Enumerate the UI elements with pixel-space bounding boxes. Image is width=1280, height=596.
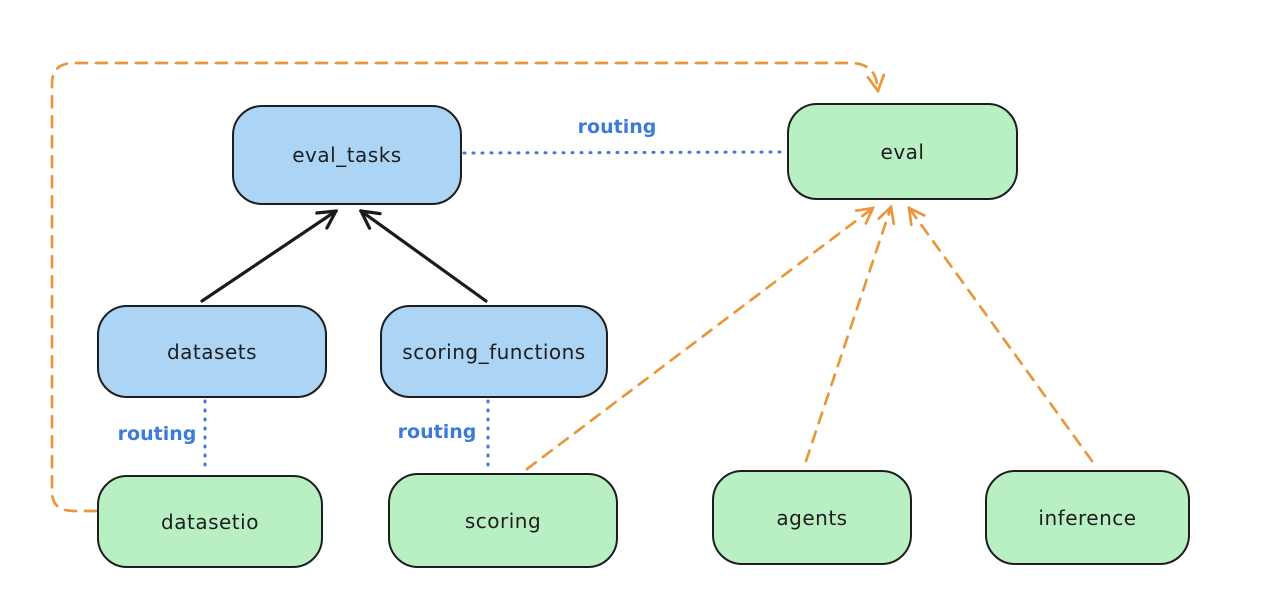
node-inference: inference (985, 470, 1190, 565)
edge-datasets-to-eval-tasks (200, 211, 336, 303)
node-eval-tasks: eval_tasks (232, 105, 462, 205)
node-label: scoring (464, 508, 542, 533)
node-scoring: scoring (388, 473, 618, 568)
edge-label-routing-datasetio: routing (117, 423, 197, 445)
edge-agents-to-eval (804, 207, 891, 463)
edge-routing-eval-tasks-to-eval (462, 150, 788, 155)
edge-label-routing-eval: routing (577, 116, 657, 138)
node-datasets: datasets (97, 305, 327, 398)
node-scoring-functions: scoring_functions (380, 305, 608, 398)
node-eval: eval (787, 103, 1018, 200)
edge-scoring-to-eval (525, 208, 873, 471)
edge-label-routing-scoring: routing (397, 421, 477, 443)
node-label: inference (1038, 505, 1137, 530)
node-label: eval_tasks (292, 143, 402, 167)
node-datasetio: datasetio (97, 475, 323, 568)
node-label: eval (880, 139, 925, 164)
edge-datasetio-loop-to-eval (50, 61, 878, 513)
node-agents: agents (712, 470, 912, 565)
node-label: scoring_functions (402, 339, 586, 364)
edge-scoring-functions-to-eval-tasks (361, 211, 488, 303)
node-label: agents (776, 505, 848, 530)
edge-inference-to-eval (909, 208, 1094, 463)
node-label: datasetio (161, 509, 259, 534)
node-label: datasets (166, 339, 258, 364)
